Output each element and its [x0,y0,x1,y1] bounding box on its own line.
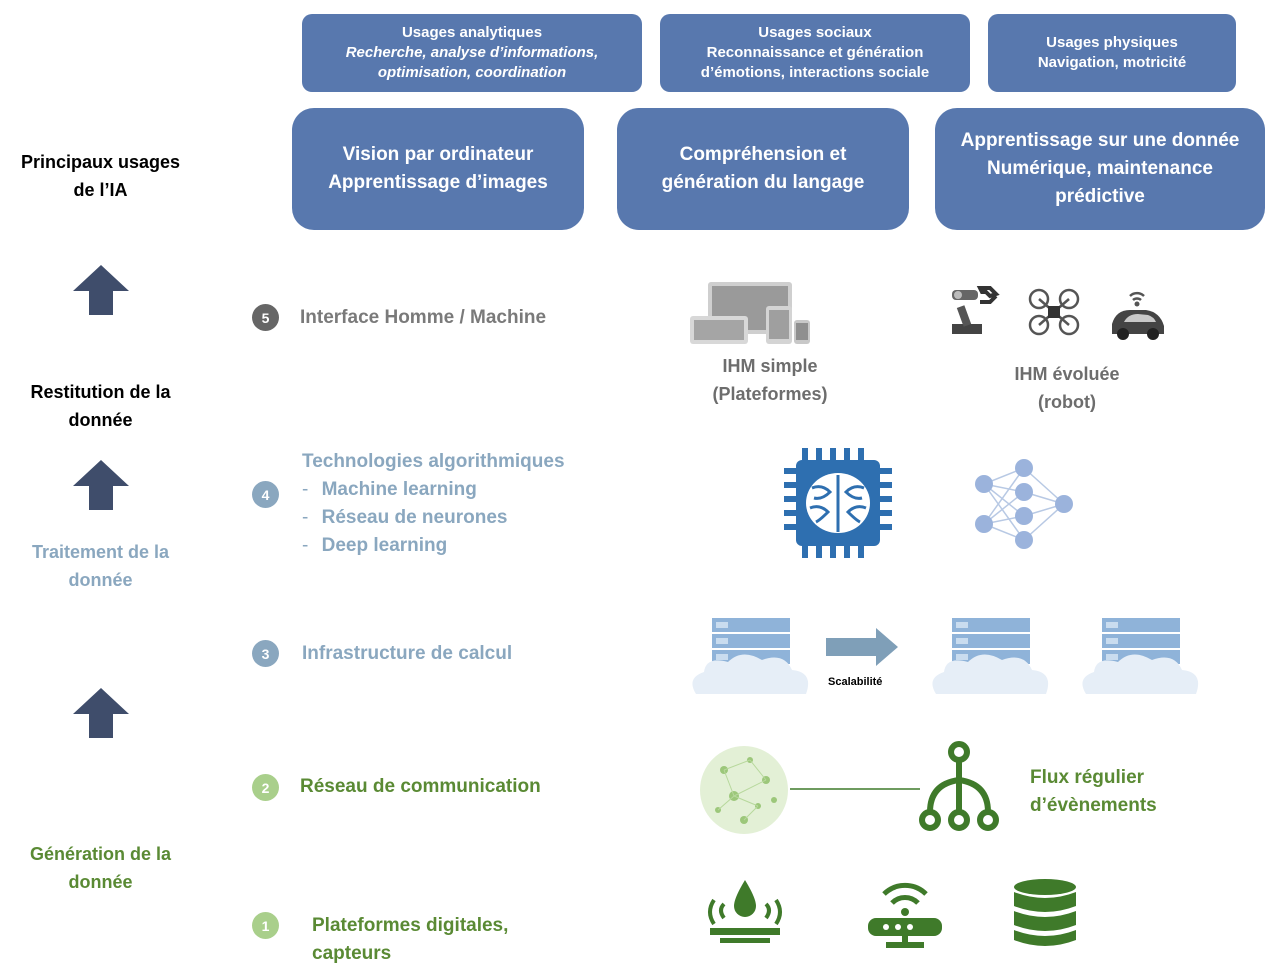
ai-box-donnee-numerique: Apprentissage sur une donnée Numérique, … [935,108,1265,230]
layer-3-title: Infrastructure de calcul [302,643,513,664]
server-cloud-icon [1082,618,1199,694]
label-line: donnée [68,570,133,590]
right-arrow-icon [826,628,898,666]
layer-number-badge: 3 [252,640,279,667]
ai-box-line: prédictive [1055,186,1145,207]
usage-title: Usages physiques [1046,34,1178,51]
label-line: de l’IA [73,180,128,200]
list-dash: - [302,479,309,500]
label-traitement: Traitement de la donnée [8,538,193,594]
ai-box-line: génération du langage [661,172,865,193]
layer-number-badge: 4 [252,481,279,508]
server-cloud-icon [932,618,1049,694]
up-arrow-icon [73,688,129,738]
caption-line: d’évènements [1030,795,1157,816]
ai-box-langage: Compréhension et génération du langage [617,108,909,230]
ai-chip-brain-icon [784,448,892,558]
caption-scalabilite: Scalabilité [828,676,883,688]
label-restitution: Restitution de la donnée [8,378,193,434]
caption-line: IHM simple [722,356,818,376]
network-globe-icon [700,746,788,834]
list-dash: - [302,507,309,528]
label-line: donnée [68,872,133,892]
robot-arm-icon [952,286,1000,334]
ai-box-line: Apprentissage sur une donnée [960,130,1240,151]
sensor-drop-icon [708,880,782,943]
list-dash: - [302,535,309,556]
label-line: Restitution de la [30,382,171,402]
usage-detail: Reconnaissance et génération [706,44,924,61]
caption-line: Flux régulier [1030,767,1145,788]
usage-box-physiques: Usages physiques Navigation, motricité [988,14,1236,92]
ai-box-line: Apprentissage d’images [328,172,548,193]
algo-item-label: Réseau de neurones [321,507,508,528]
flow-tree-icon [919,741,999,831]
neural-network-icon [975,459,1073,549]
layer-5-title: Interface Homme / Machine [300,307,547,328]
usage-detail: optimisation, coordination [377,64,567,81]
title-line: Plateformes digitales, [312,915,509,936]
autonomous-car-icon [1112,291,1164,340]
usage-title: Usages sociaux [758,24,872,41]
wifi-router-icon [868,882,942,948]
caption-line: (robot) [1038,392,1096,412]
devices-icon [690,282,810,344]
database-icon [1014,879,1076,946]
label-principaux-usages: Principaux usages de l’IA [8,148,193,204]
ai-box-line: Compréhension et [679,144,847,165]
usage-box-sociaux: Usages sociaux Reconnaissance et générat… [660,14,970,92]
usage-detail: Recherche, analyse d’informations, [345,44,599,61]
ai-box-vision: Vision par ordinateur Apprentissage d’im… [292,108,584,230]
caption-line: (Plateformes) [712,384,828,404]
caption-line: IHM évoluée [1014,364,1120,384]
layer-2-title: Réseau de communication [300,776,541,797]
algo-item-label: Deep learning [321,535,448,556]
drone-icon [1028,288,1080,336]
caption-flux: Flux régulier d’évènements [1030,764,1157,820]
layer-4-title: Technologies algorithmiques [302,451,565,472]
layer-number-badge: 5 [252,304,279,331]
ai-box-line: Vision par ordinateur [342,144,534,165]
label-line: donnée [68,410,133,430]
algo-list-item: - Machine learning [302,476,477,504]
ai-box-line: Numérique, maintenance [987,158,1213,179]
usage-title: Usages analytiques [401,24,543,41]
layer-1-title: Plateformes digitales, capteurs [312,912,508,968]
usage-detail: d’émotions, interactions sociale [700,64,930,81]
connector-line [790,788,920,790]
caption-ihm-simple: IHM simple (Plateformes) [690,352,850,408]
label-generation: Génération de la donnée [8,840,193,896]
algo-list-item: - Réseau de neurones [302,504,507,532]
usage-detail: Navigation, motricité [1037,54,1187,71]
algo-list-item: - Deep learning [302,532,447,560]
title-line: capteurs [312,943,392,964]
label-line: Traitement de la [31,542,170,562]
server-cloud-icon [692,618,809,694]
label-line: Génération de la [29,844,172,864]
usage-box-analytiques: Usages analytiques Recherche, analyse d’… [302,14,642,92]
algo-item-label: Machine learning [321,479,477,500]
layer-number-badge: 1 [252,912,279,939]
layer-number-badge: 2 [252,774,279,801]
label-line: Principaux usages [20,152,181,172]
up-arrow-icon [73,460,129,510]
up-arrow-icon [73,265,129,315]
caption-ihm-evoluee: IHM évoluée (robot) [982,360,1152,416]
